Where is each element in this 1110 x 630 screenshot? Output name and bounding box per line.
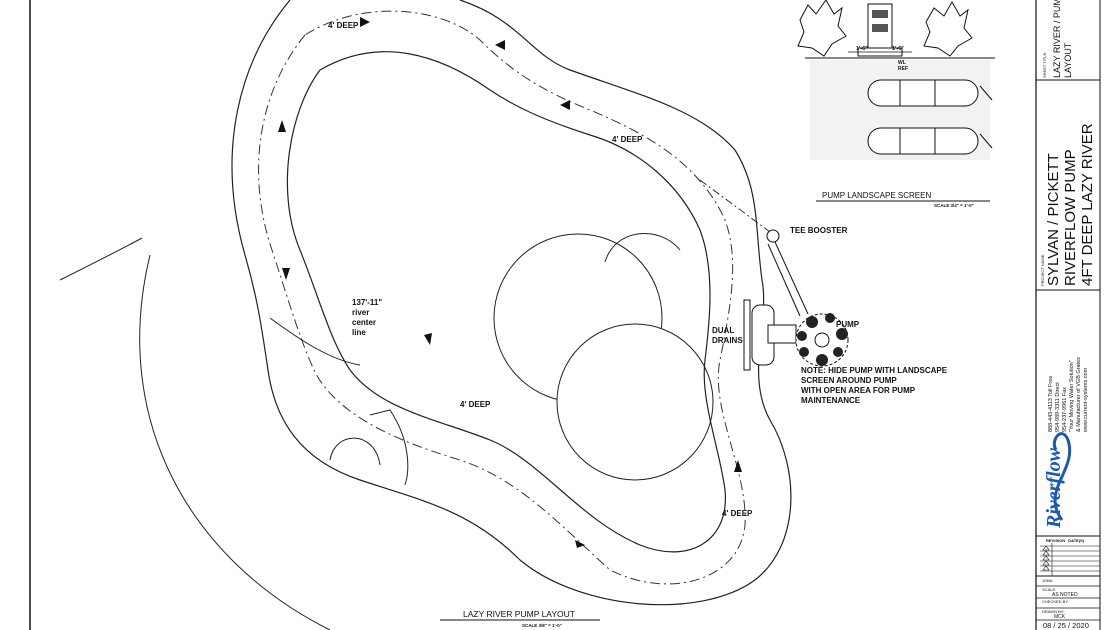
river-outer-wall xyxy=(231,0,792,606)
site-boundary-arc-inner xyxy=(59,237,143,281)
flow-arrow xyxy=(282,268,290,280)
svg-text:WITH OPEN AREA FOR PUMP: WITH OPEN AREA FOR PUMP xyxy=(801,386,916,395)
flow-arrow xyxy=(424,333,432,345)
depth-label: 4' DEEP xyxy=(612,135,643,144)
return-pipe xyxy=(699,179,771,233)
tee-booster-symbol xyxy=(766,229,780,243)
revision-markers xyxy=(1042,545,1050,571)
deck-curve xyxy=(269,317,361,366)
pump-note: NOTE: HIDE PUMP WITH LANDSCAPE SCREEN AR… xyxy=(801,366,948,405)
flow-arrow xyxy=(560,100,570,110)
riverflow-logo-swoosh xyxy=(1053,432,1072,521)
svg-text:MAINTENANCE: MAINTENANCE xyxy=(801,396,861,405)
detail-wl-label: WL xyxy=(898,60,906,66)
shrub-right-icon xyxy=(923,0,973,57)
main-drawing-title: LAZY RIVER PUMP LAYOUT xyxy=(463,609,575,619)
river-inner-wall xyxy=(286,51,726,553)
project-name-label: PROJECT NAME: xyxy=(1040,254,1045,286)
depth-label: 4' DEEP xyxy=(328,21,359,30)
riverflow-logo-text: Riverflow xyxy=(1043,447,1065,529)
svg-text:center: center xyxy=(352,318,376,327)
site-boundary-arc xyxy=(139,254,331,630)
sheet-title-line2: LAYOUT xyxy=(1063,42,1073,78)
detail-title: PUMP LANDSCAPE SCREEN xyxy=(822,191,931,200)
detail-dim-right: 1'-6" xyxy=(892,46,904,52)
svg-text:888-443-4113 Toll Free: 888-443-4113 Toll Free xyxy=(1048,376,1054,432)
deck-circle xyxy=(329,437,381,466)
checked-by-label: CHECKED BY: xyxy=(1042,599,1069,604)
svg-text:137'-11": 137'-11" xyxy=(352,298,382,307)
lazy-river-layout: 4' DEEP 4' DEEP 4' DEEP 4' DEEP 137'-11"… xyxy=(59,0,948,630)
dual-drains-symbol xyxy=(743,299,797,371)
scale-value: AS NOTED xyxy=(1052,592,1078,598)
svg-text:river: river xyxy=(352,308,369,317)
river-center-line xyxy=(258,10,746,585)
dual-drains-label: DUAL xyxy=(712,326,734,335)
flow-arrow xyxy=(495,40,505,50)
flow-arrow xyxy=(278,120,286,132)
flow-arrows xyxy=(278,17,742,548)
detail-dim-left: 1'-6" xyxy=(856,46,868,52)
svg-text:& Manufacturer of VGB Grates: & Manufacturer of VGB Grates xyxy=(1076,357,1082,432)
detail-ref-label: REF xyxy=(898,66,908,72)
deck-bench xyxy=(369,409,409,486)
flow-arrow xyxy=(734,460,742,472)
pump-landscape-symbol xyxy=(795,313,849,367)
pump-pipe-b xyxy=(767,243,801,317)
svg-text:SCREEN AROUND PUMP: SCREEN AROUND PUMP xyxy=(801,376,897,385)
project-name-line1: SYLVAN / PICKETT xyxy=(1045,153,1062,286)
svg-text:954-989-3311 Direct: 954-989-3311 Direct xyxy=(1055,382,1061,432)
project-name-line2: RIVERFLOW PUMP xyxy=(1062,149,1079,286)
revision-header: REVISION DATE(S) xyxy=(1046,538,1085,543)
sheet-title-line1: LAZY RIVER / PUMP xyxy=(1052,0,1062,78)
island-mound-top xyxy=(604,233,681,263)
revision-rows xyxy=(1040,543,1100,576)
project-name-line3: 4FT DEEP LAZY RIVER xyxy=(1079,123,1096,286)
job-label: JOB#: xyxy=(1042,578,1053,583)
main-drawing-scale: SCALE 3/8" = 1'-0" xyxy=(522,623,562,628)
depth-label: 4' DEEP xyxy=(460,400,491,409)
flow-arrow xyxy=(575,540,585,548)
svg-text:www.current-systems.com: www.current-systems.com xyxy=(1083,367,1089,433)
drawn-by-label: DRAWN BY: xyxy=(1042,609,1064,614)
svg-text:954-237-9961 Fax: 954-237-9961 Fax xyxy=(1062,387,1068,432)
drawing-date: 08 / 25 / 2020 xyxy=(1043,621,1089,630)
pump-label: PUMP xyxy=(836,320,860,329)
river-length-callout: 137'-11" river center line xyxy=(352,298,382,337)
detail-pipes xyxy=(867,79,993,155)
pump-landscape-screen-detail: 1'-6" 1'-6" WL REF PUMP LANDSCAPE SCREEN… xyxy=(797,0,995,208)
company-contact: 888-443-4113 Toll Free 954-989-3311 Dire… xyxy=(1048,357,1089,433)
svg-text:"Your Moving Water Solution": "Your Moving Water Solution" xyxy=(1069,360,1075,432)
island-mound-lower xyxy=(556,323,714,481)
svg-text:NOTE: HIDE PUMP WITH LANDSCAPE: NOTE: HIDE PUMP WITH LANDSCAPE xyxy=(801,366,948,375)
depth-label: 4' DEEP xyxy=(722,509,753,518)
tee-booster-label: TEE BOOSTER xyxy=(790,226,848,235)
detail-scale: SCALE 3/4" = 1'-0" xyxy=(934,203,974,208)
dual-drains-label: DRAINS xyxy=(712,336,743,345)
pump-pipe-a xyxy=(774,241,809,315)
shrub-left-icon xyxy=(797,0,847,57)
drawn-by-value: MCK xyxy=(1054,614,1066,620)
title-block: SHEET TITLE: LAZY RIVER / PUMP LAYOUT PR… xyxy=(1035,0,1100,630)
flow-arrow xyxy=(360,17,370,27)
svg-text:line: line xyxy=(352,328,366,337)
sheet-title-label: SHEET TITLE: xyxy=(1042,52,1047,78)
scale-label: SCALE: xyxy=(1042,587,1056,592)
